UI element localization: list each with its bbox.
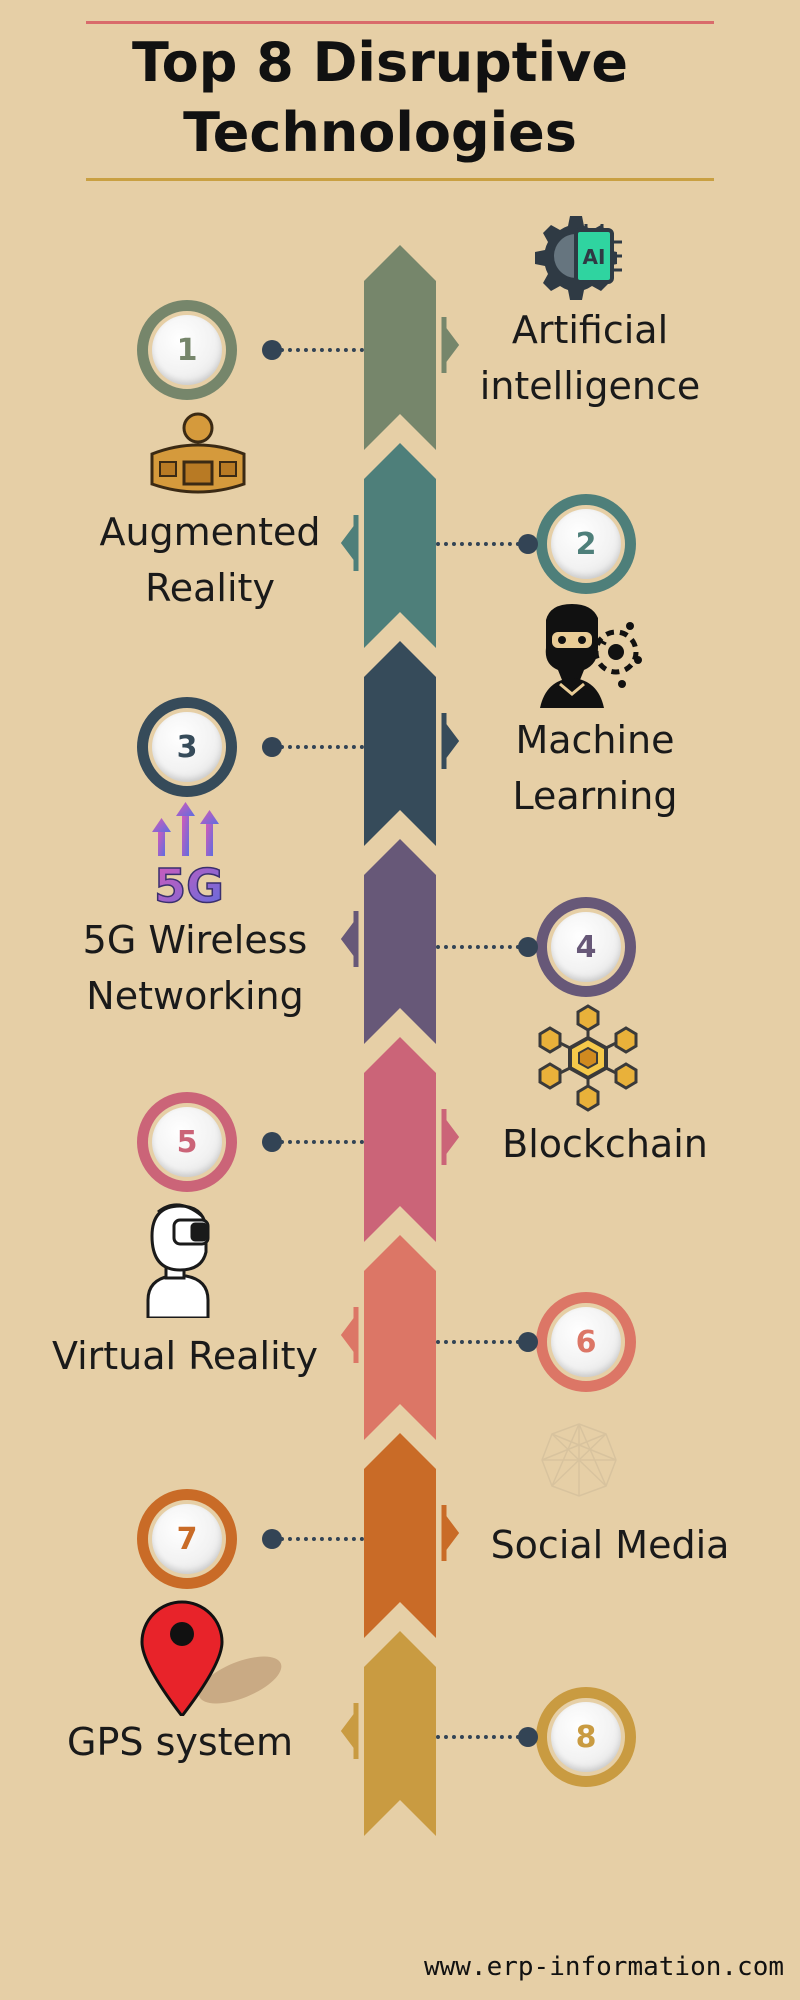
step-badge-5: 5 xyxy=(137,1092,237,1192)
spine-marker-3 xyxy=(441,713,460,769)
item-label-3: Machine Learning xyxy=(512,718,678,818)
spine-segment-5 xyxy=(364,1037,436,1242)
robot-head-gear-icon xyxy=(540,604,642,708)
map-pin-icon xyxy=(140,1600,282,1716)
spine-marker-4 xyxy=(340,911,359,967)
step-badge-3: 3 xyxy=(137,697,237,797)
step-number-8: 8 xyxy=(551,1702,621,1772)
item-label-8: GPS system xyxy=(67,1720,293,1764)
page-title: Top 8 Disruptive Technologies xyxy=(80,28,680,168)
step-number-3: 3 xyxy=(152,712,222,782)
step-number-5: 5 xyxy=(152,1107,222,1177)
augmented-reality-person-icon xyxy=(150,412,246,494)
connector-3 xyxy=(262,737,364,757)
item-label-6: Virtual Reality xyxy=(51,1334,319,1378)
blockchain-cubes-icon xyxy=(538,1004,638,1112)
step-number-7: 7 xyxy=(152,1504,222,1574)
connector-4 xyxy=(436,937,538,957)
spine-segment-8 xyxy=(364,1631,436,1836)
connector-6 xyxy=(436,1332,538,1352)
title-bottom-rule xyxy=(86,178,714,181)
item-label-4: 5G Wireless Networking xyxy=(82,918,308,1018)
vr-headset-person-icon xyxy=(146,1203,210,1318)
item-label-7: Social Media xyxy=(490,1523,730,1567)
item-label-1: Artificial intelligence xyxy=(479,308,701,408)
spine-segment-4 xyxy=(364,839,436,1044)
spine-segment-1 xyxy=(364,245,436,450)
ai-chip-gear-icon: AI xyxy=(535,216,622,300)
step-badge-2: 2 xyxy=(536,494,636,594)
svg-text:5G: 5G xyxy=(154,859,224,910)
spine-marker-7 xyxy=(441,1505,460,1561)
5g-signal-icon: 5G xyxy=(152,802,225,910)
title-top-rule xyxy=(86,21,714,24)
step-badge-1: 1 xyxy=(137,300,237,400)
step-badge-7: 7 xyxy=(137,1489,237,1589)
connector-1 xyxy=(262,340,364,360)
step-badge-6: 6 xyxy=(536,1292,636,1392)
step-number-1: 1 xyxy=(152,315,222,385)
step-badge-8: 8 xyxy=(536,1687,636,1787)
spine-segment-3 xyxy=(364,641,436,846)
connector-5 xyxy=(262,1132,364,1152)
item-label-2: Augmented Reality xyxy=(99,510,321,610)
connector-2 xyxy=(436,534,538,554)
social-network-icon xyxy=(541,1423,617,1497)
step-number-2: 2 xyxy=(551,509,621,579)
spine-segment-7 xyxy=(364,1433,436,1638)
connector-7 xyxy=(262,1529,364,1549)
title-line-2: Technologies xyxy=(183,101,577,164)
spine-segment-6 xyxy=(364,1235,436,1440)
spine-segment-2 xyxy=(364,443,436,648)
footer-url: www.erp-information.com xyxy=(423,1952,784,1982)
spine-marker-8 xyxy=(340,1703,359,1759)
connector-8 xyxy=(436,1727,538,1747)
step-badge-4: 4 xyxy=(536,897,636,997)
spine-marker-6 xyxy=(340,1307,359,1363)
title-line-1: Top 8 Disruptive xyxy=(132,31,628,94)
svg-text:AI: AI xyxy=(583,245,606,269)
step-number-6: 6 xyxy=(551,1307,621,1377)
spine-marker-2 xyxy=(340,515,359,571)
spine-marker-5 xyxy=(441,1109,460,1165)
spine-marker-1 xyxy=(441,317,460,373)
item-label-5: Blockchain xyxy=(502,1122,708,1166)
step-number-4: 4 xyxy=(551,912,621,982)
